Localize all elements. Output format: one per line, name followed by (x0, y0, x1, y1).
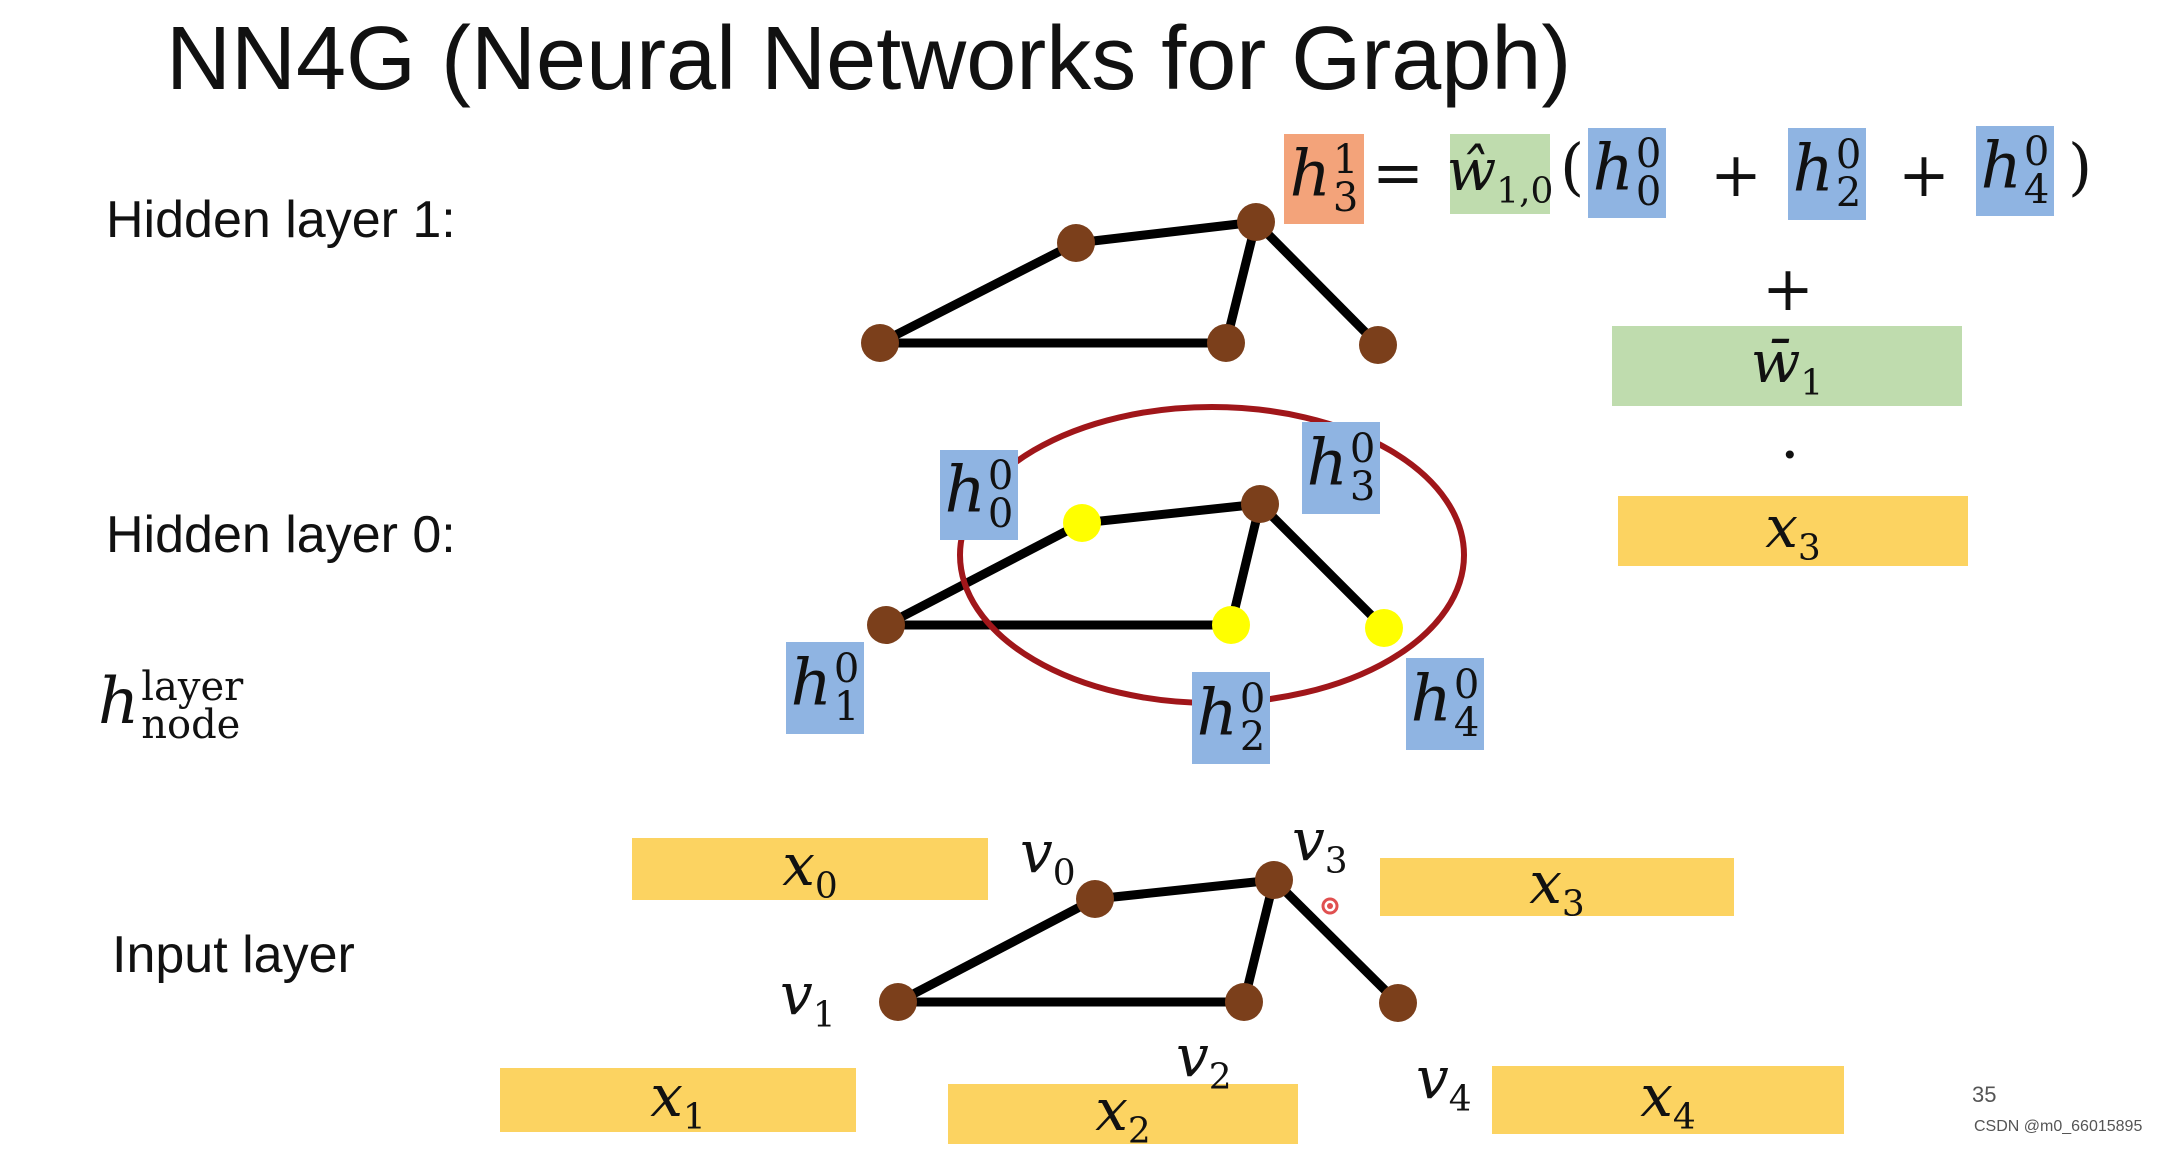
x4-feature-box: x4 (1492, 1062, 1844, 1138)
graph-node (867, 606, 905, 644)
edge (895, 895, 1098, 1006)
graph-node (1057, 224, 1095, 262)
input-layer-label: Input layer (112, 926, 355, 984)
graph-node-highlighted (1063, 504, 1101, 542)
input-layer-graph (879, 861, 1417, 1022)
edge (1256, 500, 1388, 632)
x1-feature-box: x1 (500, 1062, 856, 1138)
plus-sign: + (1710, 138, 1762, 211)
edge (1094, 875, 1275, 904)
graph-node (1379, 984, 1417, 1022)
edge (1075, 217, 1257, 248)
plus-below: + (1762, 252, 1814, 325)
dot-operator: · (1780, 418, 1800, 491)
hidden-layer-0-graph (867, 404, 1467, 706)
edge (1081, 499, 1261, 528)
edge (877, 238, 1079, 348)
v4-label: v4 (1416, 1044, 1472, 1120)
edge (1221, 220, 1261, 345)
v1-label: v1 (780, 960, 836, 1036)
graph-node (1237, 203, 1275, 241)
edge (1239, 878, 1279, 1004)
v2-label: v2 (1176, 1022, 1232, 1098)
hidden-layer-0-label: Hidden layer 0: (106, 506, 456, 564)
x0-feature-box: x0 (632, 831, 988, 907)
neighborhood-circle (957, 404, 1467, 706)
graph-node (879, 983, 917, 1021)
x3-box-equation: x3 (1618, 493, 1968, 569)
page-number: 35 (1972, 1082, 1997, 1107)
x3-feature-box: x3 (1380, 849, 1734, 925)
hidden-layer-1-graph (861, 203, 1397, 364)
graph-node (1076, 880, 1114, 918)
graph-node (1255, 861, 1293, 899)
bias-weight-box: w̄1 (1612, 326, 1962, 406)
edge (1226, 502, 1265, 627)
close-paren: ) (2068, 130, 2093, 203)
x2-feature-box: x2 (948, 1076, 1298, 1152)
v0-label: v0 (1020, 818, 1076, 894)
graph-node (1225, 983, 1263, 1021)
equals-sign: = (1372, 136, 1424, 209)
open-paren: ( (1560, 130, 1585, 203)
edge (883, 519, 1085, 629)
slide-title: NN4G (Neural Networks for Graph) (166, 9, 1572, 109)
hidden-layer-1-label: Hidden layer 1: (106, 191, 456, 249)
graph-node (861, 324, 899, 362)
watermark: CSDN @m0_66015895 (1974, 1118, 2143, 1135)
graph-node (1241, 485, 1279, 523)
weight-box: ŵ1,0 (1447, 134, 1553, 214)
graph-node (1207, 324, 1245, 362)
cursor-mark (1321, 897, 1339, 915)
graph-node-highlighted (1365, 609, 1403, 647)
graph-node-highlighted (1212, 606, 1250, 644)
graph-node (1359, 326, 1397, 364)
plus-sign: + (1898, 138, 1950, 211)
edge (1252, 218, 1382, 349)
edge (1270, 876, 1402, 1007)
v3-label: v3 (1292, 806, 1348, 882)
